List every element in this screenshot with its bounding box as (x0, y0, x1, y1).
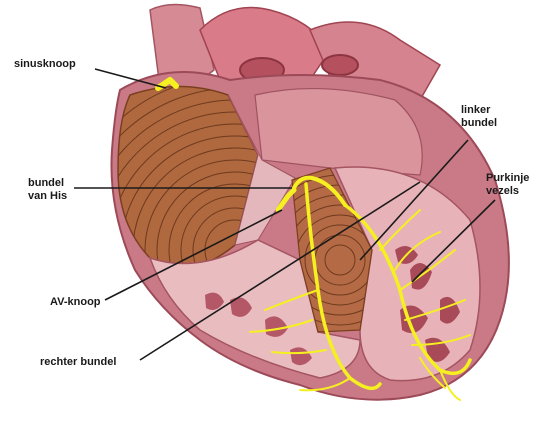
label-linker-bundel-line1: linker (461, 104, 497, 117)
label-linker-bundel-line2: bundel (461, 117, 497, 130)
label-purkinje-vezels: Purkinje vezels (486, 172, 529, 198)
label-purkinje-vezels-line2: vezels (486, 185, 529, 198)
label-bundel-van-his: bundel van His (28, 177, 67, 203)
label-sinusknoop: sinusknoop (14, 58, 76, 71)
label-rechter-bundel: rechter bundel (40, 356, 116, 369)
pulmonary-opening (322, 55, 358, 75)
left-atrium (255, 89, 422, 175)
label-bundel-van-his-line1: bundel (28, 177, 67, 190)
label-bundel-van-his-line2: van His (28, 190, 67, 203)
label-av-knoop: AV-knoop (50, 296, 101, 309)
label-purkinje-vezels-line1: Purkinje (486, 172, 529, 185)
label-linker-bundel: linker bundel (461, 104, 497, 130)
